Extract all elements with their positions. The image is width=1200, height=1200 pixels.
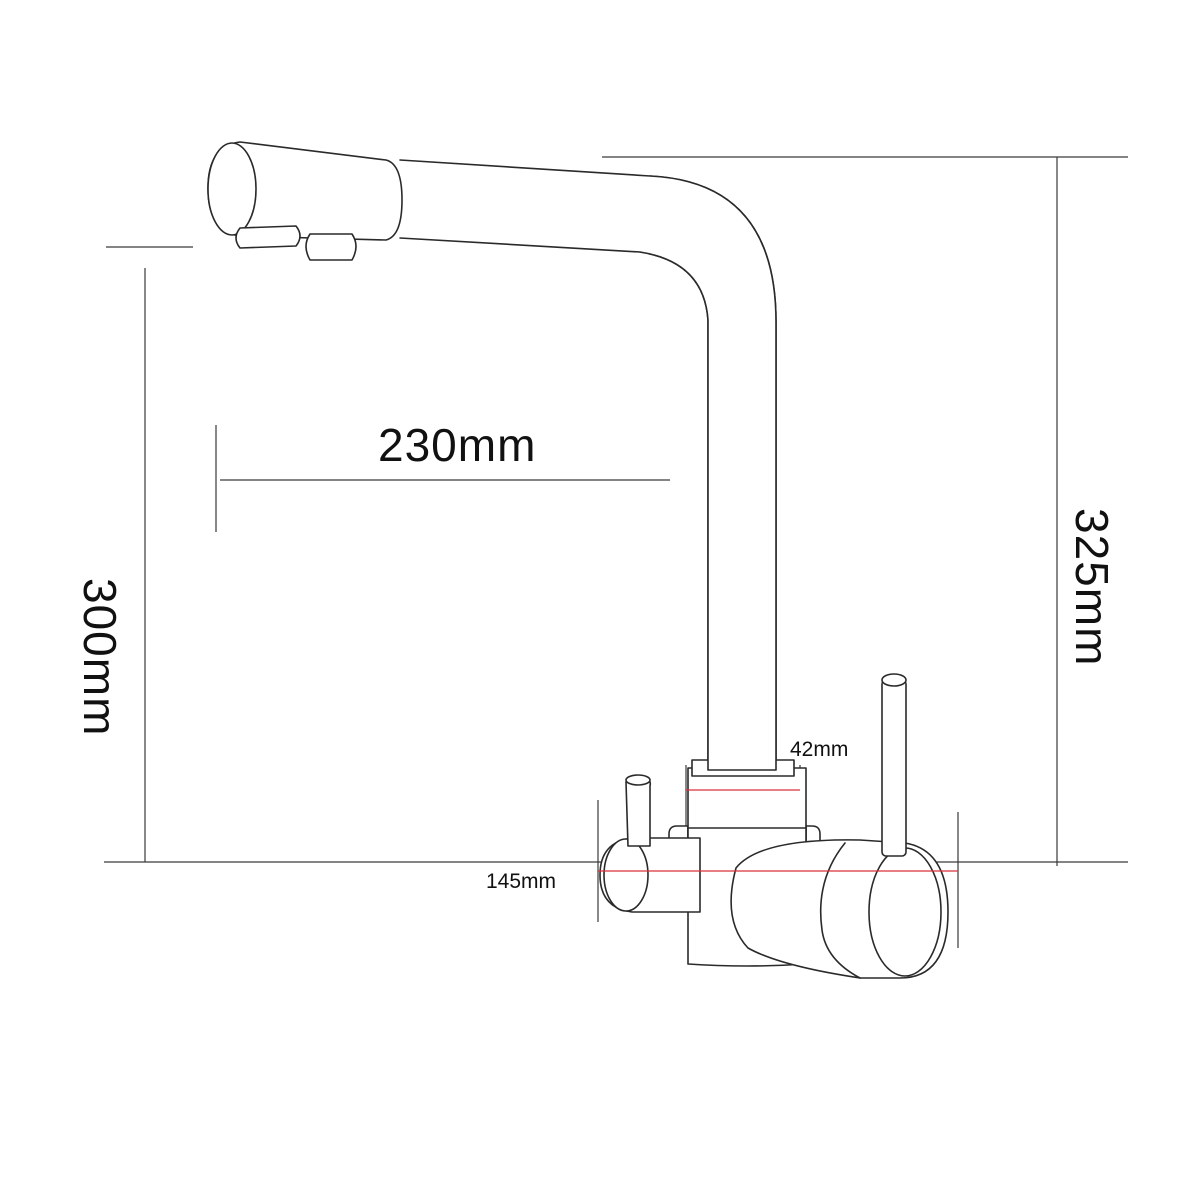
faucet-body-column [687, 767, 807, 829]
body-diameter-label: 42mm [790, 738, 848, 761]
right-lever [881, 679, 907, 857]
spout-outlet [207, 142, 257, 236]
dimension-guides [104, 156, 1128, 948]
spout-arm [399, 159, 777, 771]
spout-reach-label: 230mm [378, 419, 536, 471]
right-lever-top [881, 673, 907, 687]
left-lever-top [625, 774, 651, 786]
left-cap [603, 838, 649, 912]
spout-button [305, 233, 357, 261]
faucet-illustration [207, 141, 949, 979]
right-handle-cap [868, 847, 942, 977]
total-height-label: 325mm [1066, 508, 1118, 666]
right-handle-seam [819, 842, 861, 979]
spout-height-label: 300mm [74, 578, 126, 736]
handle-span-label: 145mm [486, 870, 556, 893]
spout-aerator [235, 225, 301, 249]
measure-marks [598, 789, 958, 872]
left-lever [625, 775, 652, 847]
